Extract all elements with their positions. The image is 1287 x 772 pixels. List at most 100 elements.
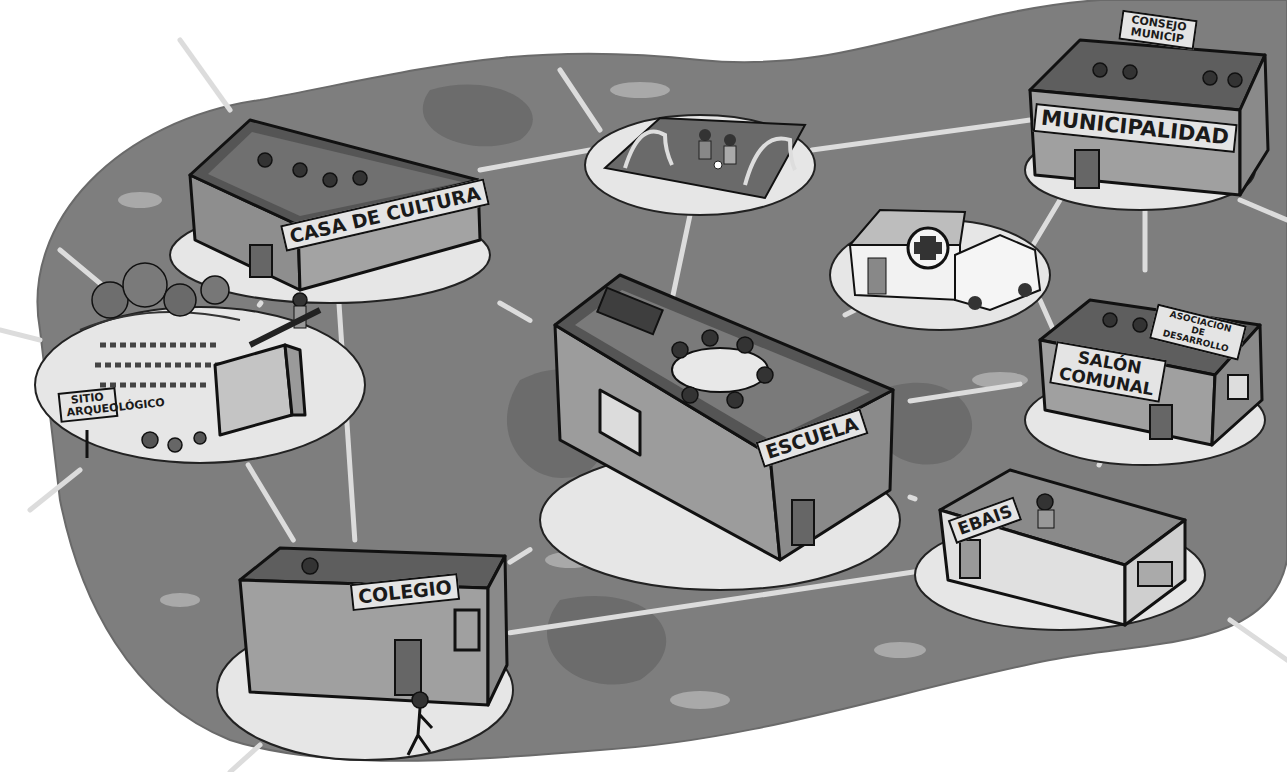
building-part (1093, 63, 1107, 77)
building-part (302, 558, 318, 574)
building-part (1037, 494, 1053, 510)
building-part (353, 171, 367, 185)
child-figure (699, 141, 711, 159)
building-part (412, 692, 428, 708)
road-line (1240, 200, 1287, 220)
building-part (597, 288, 662, 335)
cross-symbol (908, 228, 948, 268)
child-figure (724, 134, 736, 146)
building-part (293, 163, 307, 177)
road-line (30, 470, 80, 510)
clinic-door (868, 258, 886, 294)
building-part (258, 153, 272, 167)
building-part (1038, 510, 1054, 528)
building-part (737, 337, 753, 353)
building-part (395, 640, 421, 695)
light-spots (118, 82, 1028, 709)
light-spot (670, 691, 730, 709)
playground-arch (745, 138, 795, 185)
road-connector (500, 303, 530, 320)
building-part (757, 367, 773, 383)
building-part (201, 276, 229, 304)
clinic (830, 210, 1050, 330)
playground-arch (625, 131, 672, 168)
building-part (250, 245, 272, 277)
building-part (250, 310, 320, 345)
road-connector (259, 303, 260, 305)
node-outline (215, 540, 510, 770)
building-part (323, 173, 337, 187)
road-connector (510, 550, 530, 563)
road-line (230, 745, 260, 772)
building-node: EBAIS (915, 465, 1205, 635)
building-art (1030, 40, 1268, 195)
building-part (1228, 375, 1248, 399)
cross-symbol (914, 236, 942, 260)
road-lines (0, 40, 1287, 772)
building-art (1040, 300, 1262, 445)
building-part (86, 430, 89, 458)
light-spot (118, 192, 162, 208)
building-part (164, 284, 196, 316)
building-part (1030, 90, 1240, 195)
building-part (727, 392, 743, 408)
land-patch (423, 85, 533, 147)
building-part (194, 432, 206, 444)
building-part (1125, 520, 1185, 625)
node-outline (35, 305, 365, 465)
building-part (215, 345, 292, 435)
building-part (672, 342, 688, 358)
playground-court (605, 118, 805, 198)
building-part (95, 345, 225, 385)
road-connector (248, 465, 293, 540)
building-part (293, 293, 307, 307)
building-part (1123, 65, 1137, 79)
building-part (488, 556, 507, 705)
building-part (1150, 405, 1172, 439)
road-line (180, 40, 230, 110)
building-part (142, 432, 158, 448)
building-art (940, 470, 1185, 625)
building-part (168, 438, 182, 452)
road-line (0, 330, 40, 340)
building-part (1103, 313, 1117, 327)
light-spot (610, 82, 670, 98)
building-node: CASA DE CULTURA (165, 110, 500, 303)
road-connector (1143, 210, 1148, 270)
node-outline (915, 465, 1205, 635)
child-figure (724, 146, 736, 164)
island (35, 307, 365, 463)
building-part (1203, 71, 1217, 85)
light-spot (160, 593, 200, 607)
ambulance (955, 235, 1040, 310)
road-line (672, 215, 690, 300)
building-node: ASOCIACIÓN DE DESARROLLOSALÓN COMUNAL (1020, 270, 1270, 460)
building-part (1040, 340, 1215, 445)
building-part (408, 708, 432, 755)
building-part (1138, 562, 1172, 586)
road-line (1230, 620, 1287, 660)
road-line (1030, 200, 1060, 250)
building-part (702, 330, 718, 346)
building-node: ESCUELA (530, 270, 910, 590)
road-connector (910, 497, 915, 499)
building-part (455, 610, 479, 650)
building-node: COLEGIO (215, 540, 510, 770)
building-part (1228, 73, 1242, 87)
building-part (123, 263, 167, 307)
building-part (1133, 318, 1147, 332)
child-figure (699, 129, 711, 141)
ambulance-wheel (1018, 283, 1032, 297)
building-art (555, 275, 893, 560)
road-line (812, 120, 1030, 150)
building-part (792, 500, 814, 545)
building-part (960, 540, 980, 578)
building-part (1240, 55, 1268, 195)
playground (585, 115, 815, 215)
ball (714, 161, 722, 169)
light-spot (874, 642, 926, 658)
land-blob (37, 0, 1287, 761)
building-part (600, 390, 640, 455)
ambulance-wheel (968, 296, 982, 310)
